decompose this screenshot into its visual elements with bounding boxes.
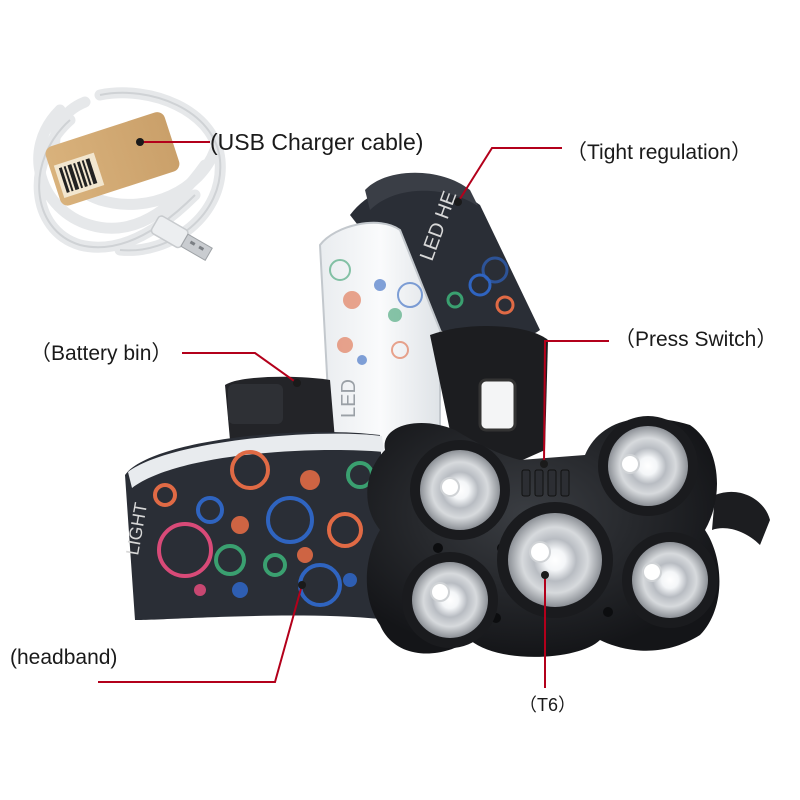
label-tight-regulation: （Tight regulation）: [566, 141, 752, 164]
label-t6: （T6）: [519, 695, 577, 715]
label-usb-charger-cable: (USB Charger cable): [210, 129, 424, 155]
led-lens-center: [497, 502, 613, 618]
leader-line-headband: [98, 584, 303, 683]
barcode-icon: [53, 152, 105, 198]
led-lens-bottom-left: [402, 552, 498, 648]
label-headband: (headband): [10, 646, 118, 669]
bracket-slot: [478, 378, 517, 432]
led-lens-bottom-right: [622, 532, 718, 628]
led-lens-top-right: [598, 416, 698, 516]
label-battery-bin: （Battery bin）: [30, 342, 173, 365]
leader-line-tight-regulation: [457, 147, 562, 203]
usb-cable: [33, 87, 226, 262]
headband: LIGHT: [122, 431, 390, 620]
clear-strap-text: LED: [338, 379, 360, 418]
usb-plug-icon: [150, 215, 213, 262]
battery-bin: [225, 376, 335, 440]
label-press-switch: （Press Switch）: [614, 328, 778, 351]
press-switch-ribs: [521, 469, 570, 497]
led-lens-top-left: [410, 440, 510, 540]
leader-dots: [136, 138, 549, 589]
top-strap: LED HE: [350, 172, 540, 342]
leader-line-press-switch: [543, 340, 609, 465]
leader-line-battery-bin: [182, 352, 298, 384]
leader-lines: [98, 141, 609, 688]
right-strap: [712, 491, 770, 545]
top-strap-ring-pattern: [446, 256, 515, 315]
